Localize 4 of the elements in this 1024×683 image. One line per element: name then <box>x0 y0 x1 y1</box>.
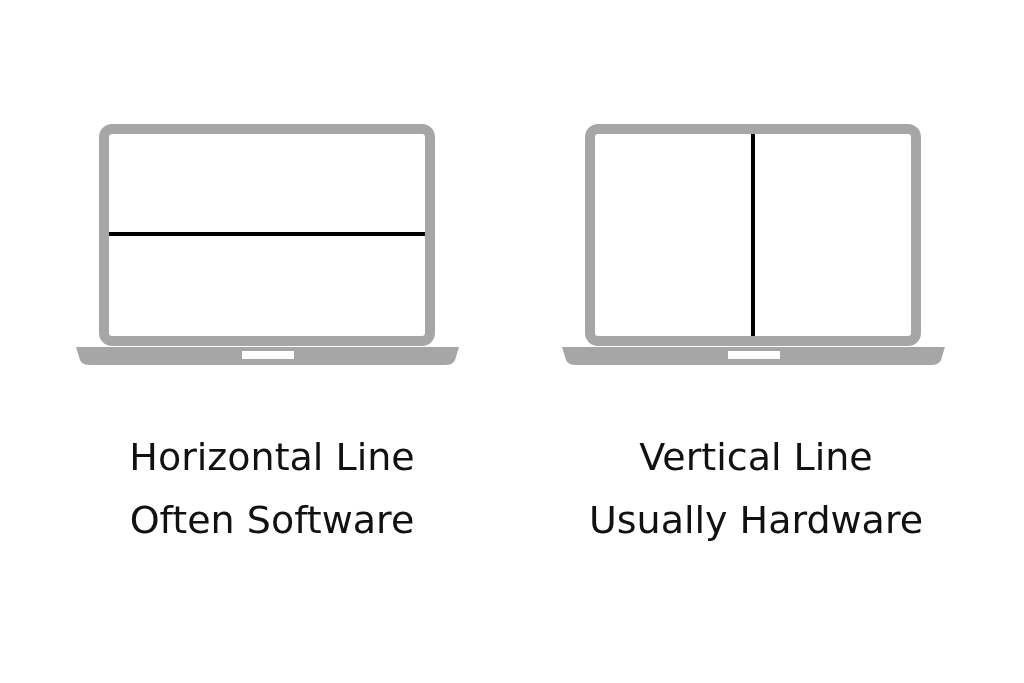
caption-subtitle: Often Software <box>129 501 415 539</box>
caption-title: Horizontal Line <box>129 438 415 476</box>
caption-subtitle: Usually Hardware <box>588 501 924 539</box>
caption-title: Vertical Line <box>639 438 873 476</box>
